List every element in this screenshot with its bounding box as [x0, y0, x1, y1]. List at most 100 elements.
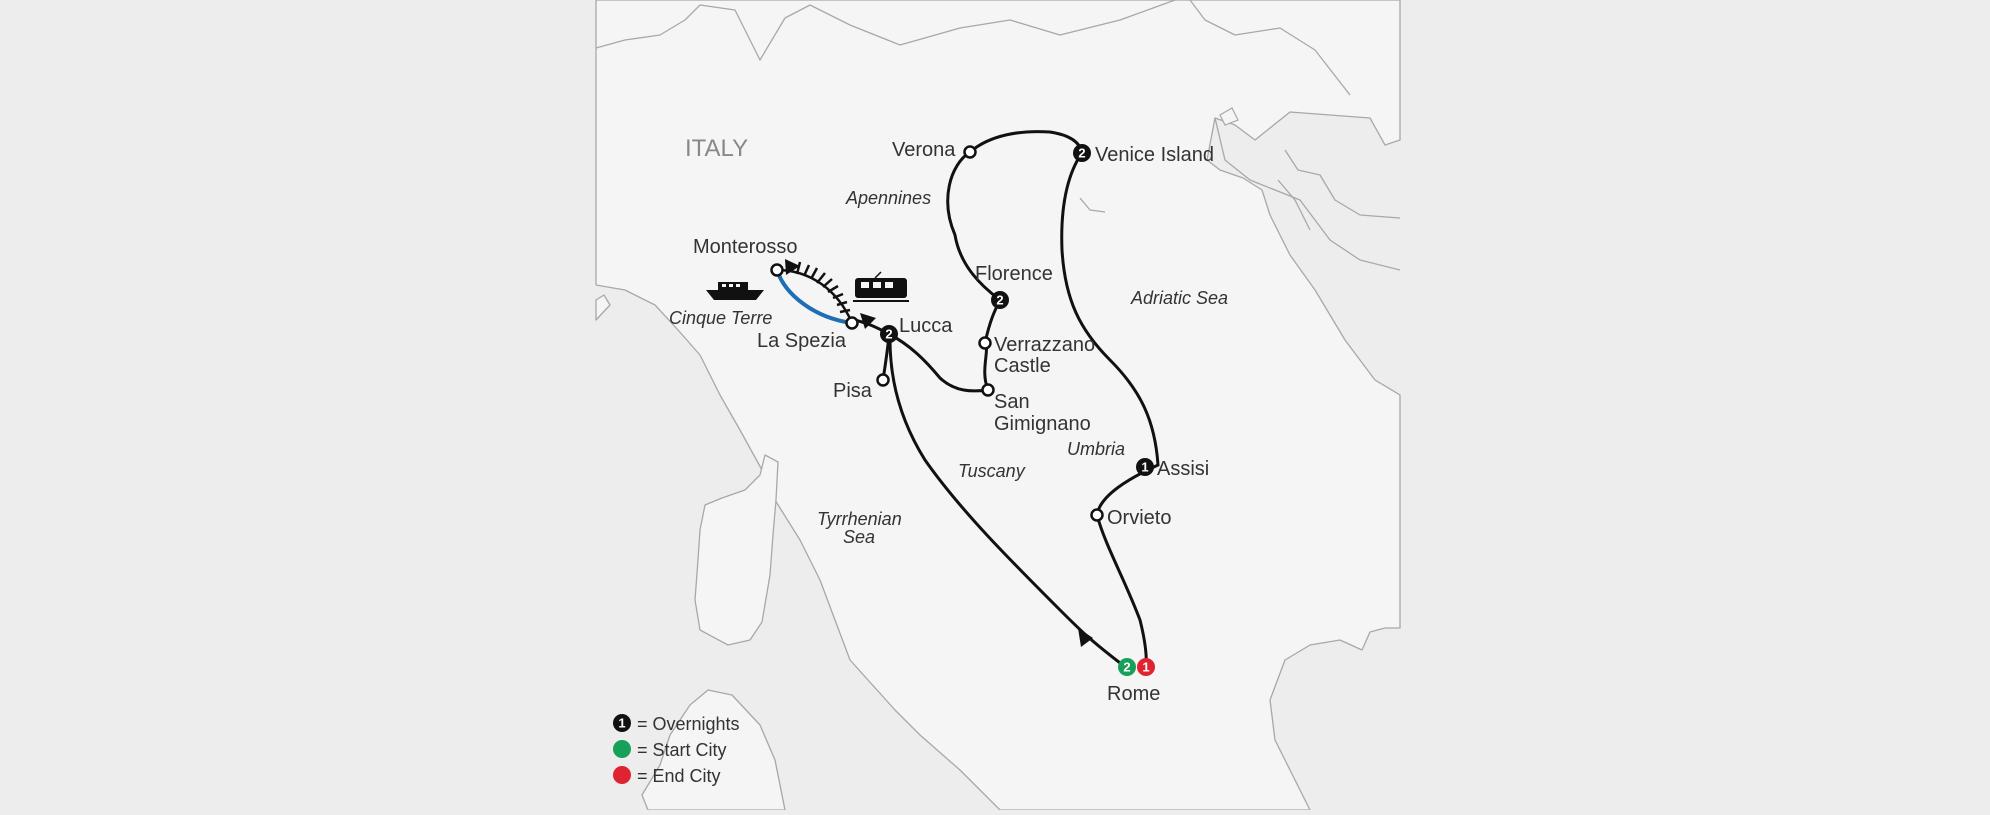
border-sanmarino — [1079, 197, 1106, 213]
city-lucca: Lucca — [899, 315, 953, 337]
legend-start-label: = Start City — [637, 740, 727, 760]
badge-venice: 2 — [1073, 144, 1091, 162]
country-label: ITALY — [685, 135, 748, 162]
arrow-rail — [785, 259, 800, 275]
region-adriatic-sea: Adriatic Sea — [1130, 288, 1228, 308]
waypoint-verona — [963, 145, 977, 159]
route-lucca-to-sangimignano — [887, 332, 990, 393]
waypoint-la-spezia — [845, 316, 859, 330]
city-verona: Verona — [892, 139, 956, 161]
islet-1 — [1219, 107, 1239, 126]
badge-circle — [880, 325, 898, 343]
city-rome: Rome — [1107, 683, 1160, 705]
badge-rome-start: 2 — [1118, 658, 1136, 676]
legend-overnights-number: 1 — [618, 716, 625, 731]
route-orvieto-to-rome — [1095, 513, 1148, 668]
border-balkans — [1284, 149, 1401, 219]
region-umbria: Umbria — [1067, 439, 1125, 459]
waypoints — [770, 145, 1104, 522]
border-north — [595, 0, 1176, 61]
badge-rome-end: 1 — [1137, 658, 1155, 676]
ferry-window — [736, 284, 740, 287]
badge-number: 2 — [885, 327, 892, 342]
city-san-gimignano-2: Gimignano — [994, 413, 1091, 435]
rail-tie — [809, 267, 819, 280]
legend-start-swatch — [613, 740, 631, 758]
border-north-east — [1189, 0, 1351, 96]
legend-end-city: = End City — [613, 766, 721, 786]
border-istria — [1277, 179, 1311, 231]
ferry-window — [722, 284, 726, 287]
badge-assisi: 1 — [1136, 458, 1154, 476]
legend-overnights: 1 = Overnights — [613, 714, 740, 734]
route-verona-to-venice — [968, 130, 1084, 155]
badge-number: 2 — [1078, 146, 1085, 161]
rail-tie — [802, 264, 811, 277]
rail-tie — [839, 308, 851, 314]
badge-circle — [1073, 144, 1091, 162]
rail-ties — [795, 261, 851, 314]
city-verrazzano-2: Castle — [994, 355, 1051, 377]
waypoint-monterosso — [770, 263, 784, 277]
city-verrazzano-1: Verrazzano — [994, 334, 1095, 356]
overnight-badges: 2 2 2 1 2 1 — [880, 144, 1155, 676]
badge-circle — [1118, 658, 1136, 676]
direction-arrows — [785, 259, 1093, 647]
train-icon — [853, 271, 909, 302]
badge-florence: 2 — [991, 291, 1009, 309]
city-monterosso: Monterosso — [693, 236, 798, 258]
rail-tie — [822, 278, 833, 288]
ferry-route — [775, 268, 854, 325]
city-la-spezia: La Spezia — [757, 330, 847, 352]
city-pisa: Pisa — [833, 380, 873, 402]
badge-number: 2 — [996, 293, 1003, 308]
ferry-icon — [706, 282, 764, 300]
route-venice-to-assisi — [1060, 151, 1160, 467]
train-window — [885, 282, 893, 288]
legend-end-swatch — [613, 766, 631, 784]
rail-tie — [836, 300, 848, 307]
city-orvieto: Orvieto — [1107, 507, 1171, 529]
badge-lucca: 2 — [880, 325, 898, 343]
legend-overnights-label: = Overnights — [637, 714, 740, 734]
legend-start-city: = Start City — [613, 740, 727, 760]
region-cinque-terre: Cinque Terre — [669, 308, 772, 328]
train-window — [873, 282, 881, 288]
rail-tie — [827, 284, 839, 294]
badge-circle — [1137, 658, 1155, 676]
border-slovenia-croatia — [1214, 117, 1401, 271]
region-tyrrhenian-2: Sea — [843, 527, 875, 547]
country-borders — [595, 0, 1401, 271]
train-pantograph — [874, 271, 882, 279]
corsica — [595, 294, 611, 321]
ferry-hull — [706, 290, 764, 300]
ferry-window — [729, 284, 733, 287]
waypoint-verrazzano — [978, 336, 992, 350]
land-masses — [595, 0, 1401, 811]
city-assisi: Assisi — [1157, 458, 1209, 480]
waypoint-pisa — [876, 373, 890, 387]
city-venice-island: Venice Island — [1095, 144, 1214, 166]
islets — [1219, 107, 1239, 126]
region-tyrrhenian-1: Tyrrhenian — [817, 509, 902, 529]
rail-tie — [832, 292, 844, 300]
waypoint-orvieto — [1090, 508, 1104, 522]
train-window — [861, 282, 869, 288]
rail-tie — [795, 261, 802, 275]
legend-overnights-swatch — [613, 714, 631, 732]
city-florence: Florence — [975, 263, 1053, 285]
badge-number: 1 — [1142, 660, 1149, 675]
badge-number: 2 — [1123, 660, 1130, 675]
region-apennines: Apennines — [845, 188, 931, 208]
mainland-italy — [595, 0, 1401, 811]
sardinia — [694, 454, 779, 646]
badge-circle — [991, 291, 1009, 309]
legend-end-label: = End City — [637, 766, 721, 786]
badge-circle — [1136, 458, 1154, 476]
region-labels: Apennines Adriatic Sea Cinque Terre Umbr… — [669, 188, 1228, 547]
city-san-gimignano-1: San — [994, 391, 1030, 413]
badge-number: 1 — [1141, 460, 1148, 475]
city-labels: Verona Venice Island Monterosso Florence… — [693, 139, 1214, 705]
